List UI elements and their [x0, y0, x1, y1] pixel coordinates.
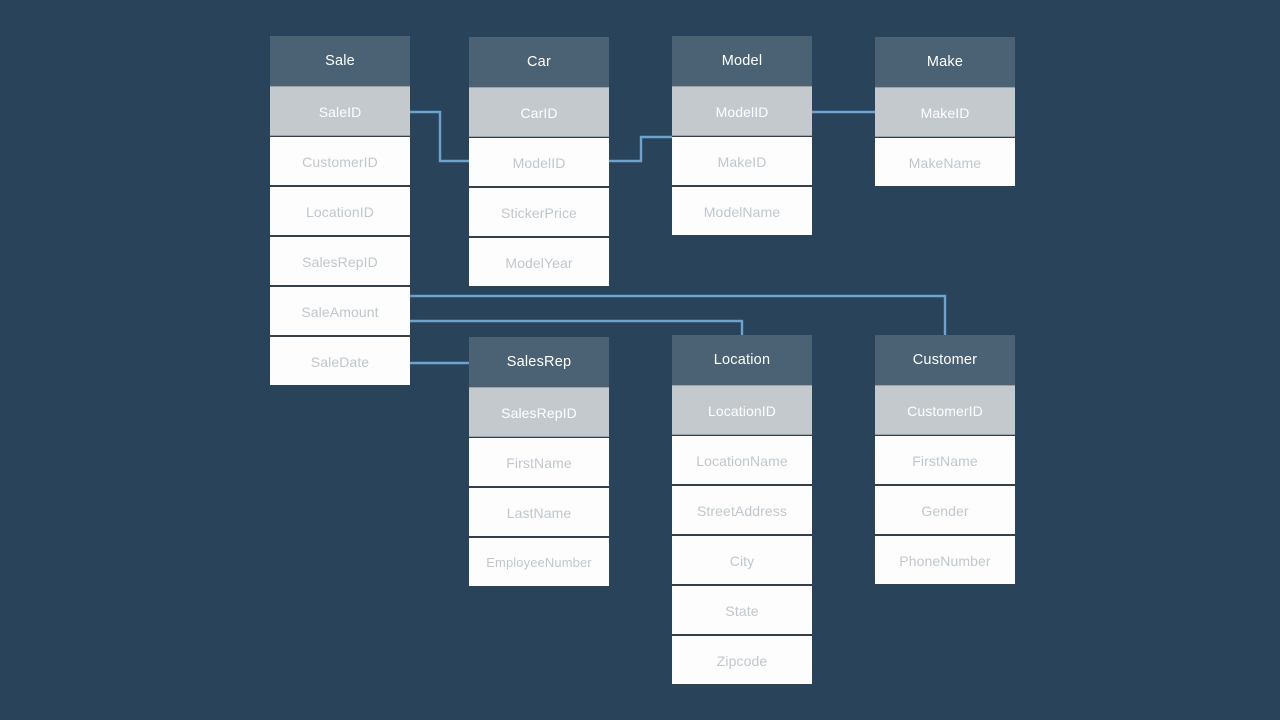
connector-car-modelid-to-sale-saleid: [406, 110, 469, 163]
entity-salesrep-field-lastname[interactable]: LastName: [469, 487, 609, 537]
entity-model-field-modelname[interactable]: ModelName: [672, 186, 812, 236]
connector-sale-locationid-to-location: [410, 319, 744, 335]
entity-customer-field-phonenumber[interactable]: PhoneNumber: [875, 535, 1015, 585]
entity-salesrep-field-employeenumber[interactable]: EmployeeNumber: [469, 537, 609, 587]
entity-sale-field-saledate[interactable]: SaleDate: [270, 336, 410, 386]
entity-customer-title: Customer: [875, 335, 1015, 385]
entity-model-field-makeid[interactable]: MakeID: [672, 136, 812, 186]
entity-location-field-streetaddress[interactable]: StreetAddress: [672, 485, 812, 535]
entity-model[interactable]: Model ModelID MakeID ModelName: [672, 36, 812, 236]
entity-make-field-makename[interactable]: MakeName: [875, 137, 1015, 187]
entity-customer[interactable]: Customer CustomerID FirstName Gender Pho…: [875, 335, 1015, 585]
entity-car-field-stickerprice[interactable]: StickerPrice: [469, 187, 609, 237]
connector-sale-customerid-to-customer: [410, 294, 947, 335]
entity-location-field-zipcode[interactable]: Zipcode: [672, 635, 812, 685]
entity-car-field-carid[interactable]: CarID: [469, 87, 609, 137]
connector-model-modelid-to-car-modelid: [609, 135, 672, 163]
entity-customer-field-customerid[interactable]: CustomerID: [875, 385, 1015, 435]
entity-sale[interactable]: Sale SaleID CustomerID LocationID SalesR…: [270, 36, 410, 386]
entity-location[interactable]: Location LocationID LocationName StreetA…: [672, 335, 812, 685]
entity-location-field-city[interactable]: City: [672, 535, 812, 585]
entity-sale-title: Sale: [270, 36, 410, 86]
entity-sale-field-salesrepid[interactable]: SalesRepID: [270, 236, 410, 286]
entity-model-title: Model: [672, 36, 812, 86]
entity-salesrep[interactable]: SalesRep SalesRepID FirstName LastName E…: [469, 337, 609, 587]
entity-make[interactable]: Make MakeID MakeName: [875, 37, 1015, 187]
entity-make-field-makeid[interactable]: MakeID: [875, 87, 1015, 137]
entity-salesrep-field-firstname[interactable]: FirstName: [469, 437, 609, 487]
entity-make-title: Make: [875, 37, 1015, 87]
entity-location-title: Location: [672, 335, 812, 385]
entity-car[interactable]: Car CarID ModelID StickerPrice ModelYear: [469, 37, 609, 287]
entity-car-field-modelid[interactable]: ModelID: [469, 137, 609, 187]
entity-salesrep-title: SalesRep: [469, 337, 609, 387]
entity-salesrep-field-salesrepid[interactable]: SalesRepID: [469, 387, 609, 437]
entity-location-field-locationid[interactable]: LocationID: [672, 385, 812, 435]
entity-car-title: Car: [469, 37, 609, 87]
entity-customer-field-gender[interactable]: Gender: [875, 485, 1015, 535]
entity-customer-field-firstname[interactable]: FirstName: [875, 435, 1015, 485]
entity-location-field-locationname[interactable]: LocationName: [672, 435, 812, 485]
entity-sale-field-customerid[interactable]: CustomerID: [270, 136, 410, 186]
entity-sale-field-saleid[interactable]: SaleID: [270, 86, 410, 136]
entity-sale-field-locationid[interactable]: LocationID: [270, 186, 410, 236]
entity-car-field-modelyear[interactable]: ModelYear: [469, 237, 609, 287]
entity-sale-field-saleamount[interactable]: SaleAmount: [270, 286, 410, 336]
entity-location-field-state[interactable]: State: [672, 585, 812, 635]
entity-model-field-modelid[interactable]: ModelID: [672, 86, 812, 136]
